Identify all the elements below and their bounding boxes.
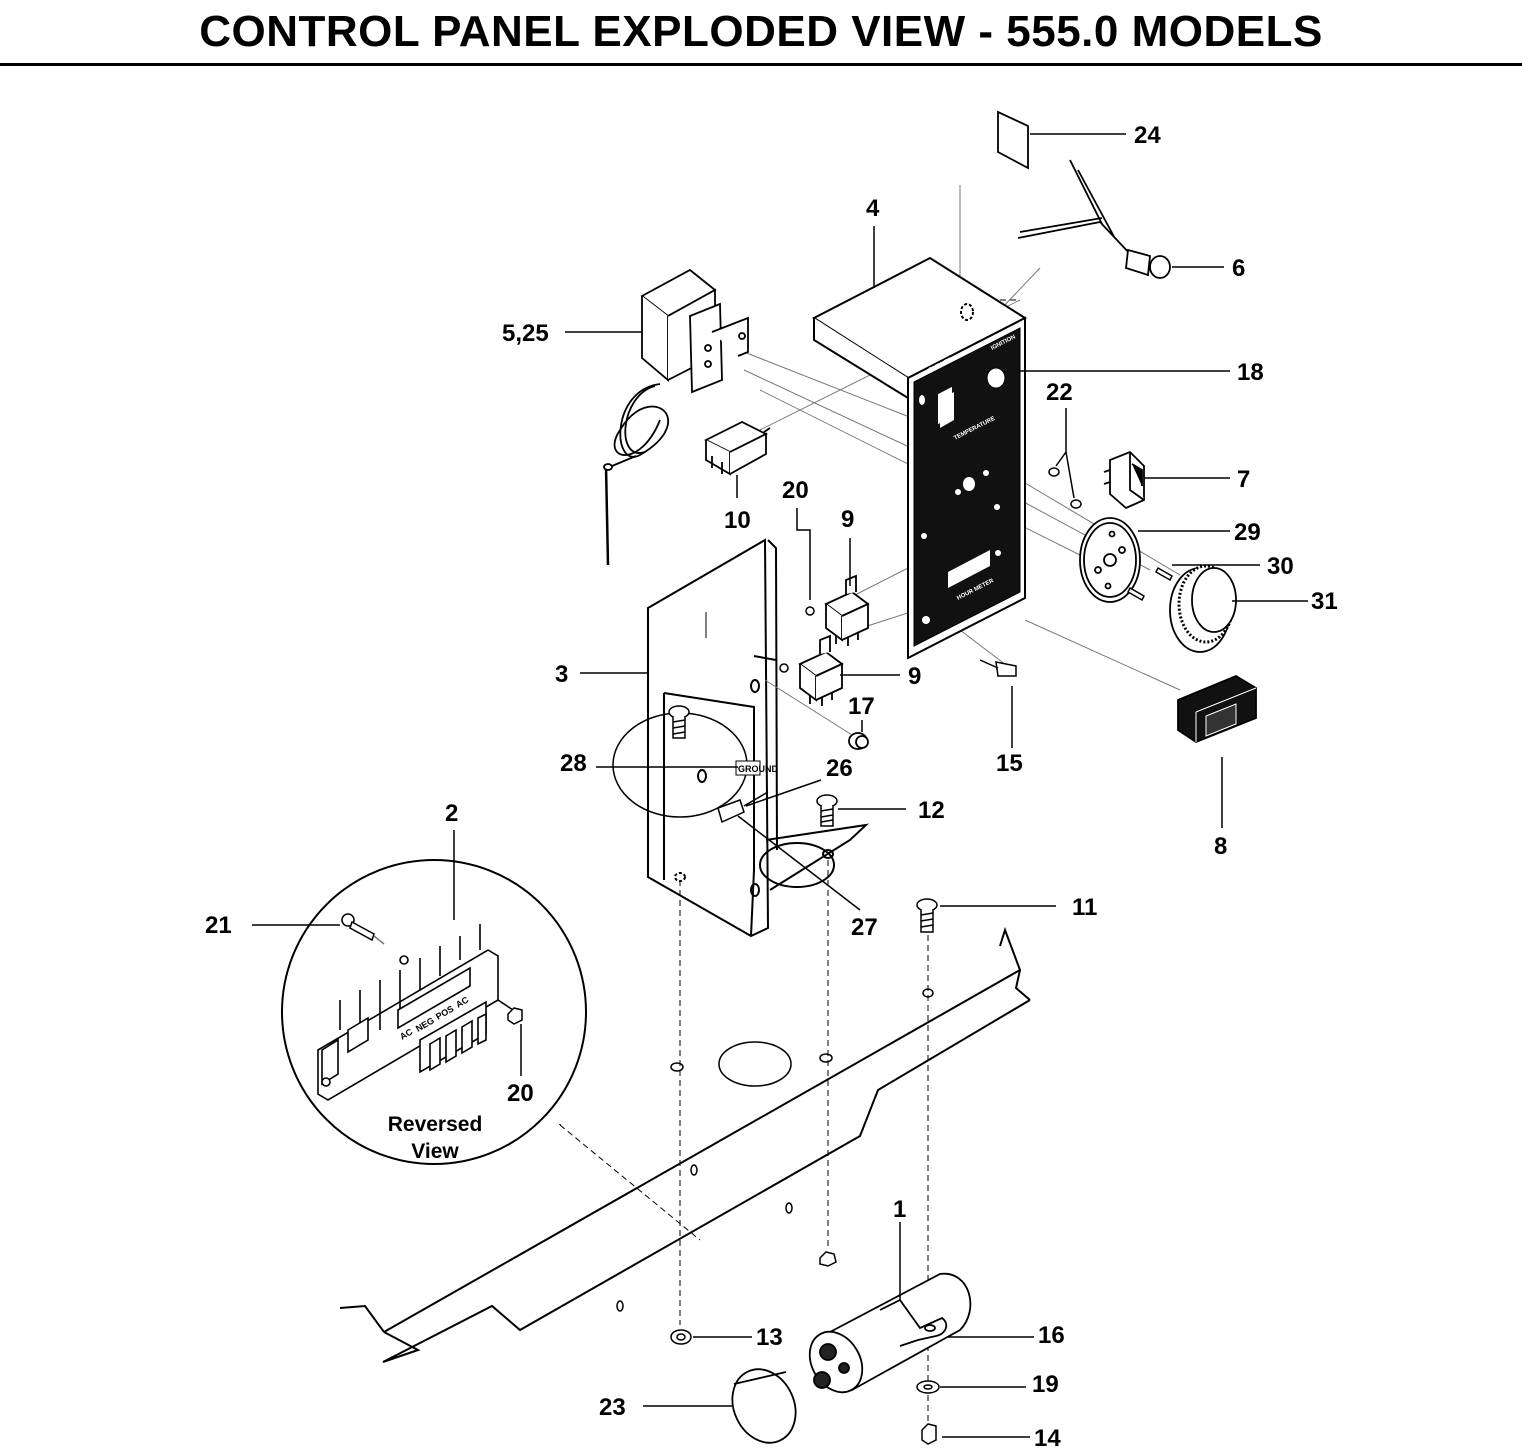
face-panel-part-18: BURNER IGNITION TEMPERATURE HOUR METER bbox=[907, 316, 1026, 660]
frame-holes bbox=[616, 988, 934, 1312]
screw-part-15 bbox=[979, 659, 1017, 677]
callout-11: 11 bbox=[1072, 894, 1097, 921]
callout-21: 21 bbox=[205, 912, 232, 939]
callout-5-25: 5,25 bbox=[502, 320, 549, 347]
indicator-light-part-6 bbox=[1017, 159, 1171, 279]
title-bar: CONTROL PANEL EXPLODED VIEW - 555.0 MODE… bbox=[0, 0, 1522, 66]
callout-9-lower: 9 bbox=[908, 663, 921, 690]
grommet-part-17 bbox=[848, 732, 869, 750]
nut-part-20-inset bbox=[507, 1007, 523, 1025]
callout-23: 23 bbox=[599, 1394, 626, 1421]
callout-9-upper: 9 bbox=[841, 506, 854, 533]
screws-part-22 bbox=[1048, 467, 1082, 509]
nut-part-14 bbox=[921, 1423, 937, 1445]
callout-26: 26 bbox=[826, 755, 853, 782]
hour-meter-part-8 bbox=[1177, 674, 1257, 744]
nut-part-frame-upper bbox=[819, 1251, 837, 1267]
callout-8: 8 bbox=[1214, 833, 1227, 860]
ground-label-part-28: GROUND bbox=[735, 760, 778, 776]
cover-part-4 bbox=[811, 256, 1028, 400]
inset-caption-line1: Reversed bbox=[388, 1113, 483, 1136]
knob-part-31 bbox=[1169, 564, 1237, 653]
callout-20-upper: 20 bbox=[782, 477, 809, 504]
callout-30: 30 bbox=[1267, 553, 1294, 580]
relay-part-9-lower bbox=[798, 634, 844, 706]
frame-rail bbox=[339, 926, 1031, 1363]
bolt-part-11 bbox=[916, 898, 938, 933]
callout-19: 19 bbox=[1032, 1371, 1059, 1398]
callout-16: 16 bbox=[1038, 1322, 1065, 1349]
washer-part-19 bbox=[916, 1380, 940, 1394]
label-part-24 bbox=[997, 110, 1029, 170]
callout-4: 4 bbox=[866, 195, 880, 222]
callout-27: 27 bbox=[851, 914, 878, 941]
callout-31: 31 bbox=[1311, 588, 1338, 615]
callout-6: 6 bbox=[1232, 255, 1245, 282]
capacitor-part-1 bbox=[808, 1273, 972, 1394]
strap-part-16 bbox=[879, 1298, 948, 1347]
relay-part-9-upper bbox=[824, 574, 870, 646]
callout-14: 14 bbox=[1034, 1425, 1061, 1452]
page-title: CONTROL PANEL EXPLODED VIEW - 555.0 MODE… bbox=[199, 7, 1323, 56]
ground-label-text: GROUND bbox=[738, 764, 778, 774]
callout-29: 29 bbox=[1234, 519, 1261, 546]
callout-1: 1 bbox=[893, 1196, 906, 1223]
callout-2: 2 bbox=[445, 800, 458, 827]
dial-plate-part-29 bbox=[1079, 517, 1141, 603]
wire-connector-part-26-27 bbox=[717, 791, 769, 824]
inset-caption-line2: View bbox=[411, 1140, 459, 1163]
relay-part-10 bbox=[703, 420, 771, 476]
callout-13: 13 bbox=[756, 1324, 783, 1351]
bracket-part-3 bbox=[647, 538, 870, 938]
callout-leaders bbox=[252, 133, 1308, 1438]
callout-24: 24 bbox=[1134, 122, 1161, 149]
callout-numbers: 24 4 6 5,25 18 22 7 20 10 9 29 30 31 3 9… bbox=[205, 122, 1338, 1452]
bolt-part-left bbox=[668, 705, 690, 739]
screw-part-30 bbox=[1127, 566, 1173, 602]
nuts-part-20 bbox=[779, 606, 815, 673]
callout-10: 10 bbox=[724, 507, 751, 534]
cap-part-23 bbox=[731, 1368, 797, 1444]
callout-7: 7 bbox=[1237, 466, 1250, 493]
nut-part-13 bbox=[670, 1329, 692, 1345]
callout-28: 28 bbox=[560, 750, 587, 777]
screw-part-21 bbox=[341, 913, 385, 945]
rectifier-part-2 bbox=[317, 924, 517, 1101]
thermostat-part-5-25 bbox=[603, 268, 749, 566]
callout-15: 15 bbox=[996, 750, 1023, 777]
callout-22: 22 bbox=[1046, 379, 1073, 406]
callout-3: 3 bbox=[555, 661, 568, 688]
bolt-part-12 bbox=[816, 794, 838, 827]
callout-20-lower: 20 bbox=[507, 1080, 534, 1107]
rocker-switch-part-7 bbox=[1103, 450, 1145, 510]
callout-18: 18 bbox=[1237, 359, 1264, 386]
callout-17: 17 bbox=[848, 693, 875, 720]
callout-12: 12 bbox=[918, 797, 945, 824]
